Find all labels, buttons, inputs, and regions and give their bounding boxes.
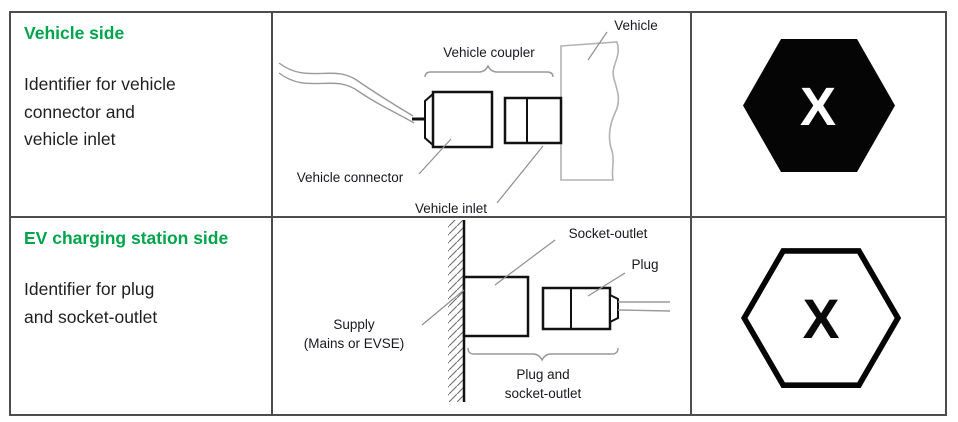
cell-vehicle-side-text: Vehicle side Identifier for vehicle conn… bbox=[11, 13, 273, 218]
hexagon-symbol-filled bbox=[743, 39, 895, 172]
label-vehicle-inlet: Vehicle inlet bbox=[415, 201, 487, 216]
plug-socket-diagram: Socket-outlet Plug Supply (Mains or EVSE… bbox=[304, 220, 671, 402]
label-group-line2: socket-outlet bbox=[505, 386, 582, 401]
cable-line bbox=[278, 62, 414, 117]
cable-line bbox=[617, 309, 671, 312]
label-supply-line1: Supply bbox=[333, 317, 375, 332]
cell-station-symbol: X bbox=[692, 218, 945, 414]
vehicle-inlet-box bbox=[503, 96, 563, 145]
row-heading-vehicle-side: Vehicle side bbox=[24, 23, 125, 43]
leader-line-inlet bbox=[496, 145, 544, 204]
vehicle-coupler-brace bbox=[424, 64, 554, 78]
leader-line-vehicle bbox=[587, 31, 608, 61]
symbol-letter: X bbox=[803, 288, 840, 350]
description-line: and socket-outlet bbox=[24, 306, 158, 327]
wall-hatching bbox=[448, 220, 463, 402]
vehicle-coupler-diagram: Vehicle Vehicle coupler Vehicle connecto… bbox=[278, 18, 658, 216]
label-vehicle: Vehicle bbox=[614, 18, 658, 33]
label-supply-line2: (Mains or EVSE) bbox=[304, 336, 405, 351]
label-vehicle-connector: Vehicle connector bbox=[297, 170, 404, 185]
description-line: connector and bbox=[24, 101, 135, 122]
hexagon-symbol-outline bbox=[740, 248, 902, 388]
label-vehicle-coupler: Vehicle coupler bbox=[443, 45, 535, 60]
cable-line bbox=[278, 72, 415, 124]
cell-station-side-text: EV charging station side Identifier for … bbox=[11, 218, 273, 414]
description-line: Identifier for vehicle bbox=[24, 74, 176, 94]
description-line: vehicle inlet bbox=[24, 129, 116, 149]
station-symbol: X bbox=[740, 248, 902, 388]
identifier-table: Vehicle side Identifier for vehicle conn… bbox=[9, 11, 947, 416]
cell-vehicle-symbol: X bbox=[692, 13, 945, 218]
leader-line-plug bbox=[587, 272, 626, 297]
plug-box bbox=[541, 286, 612, 331]
row-heading-station-side: EV charging station side bbox=[24, 228, 229, 248]
label-group-line1: Plug and bbox=[516, 367, 569, 382]
station-side-description: Identifier for plug and socket-outlet bbox=[24, 276, 261, 331]
plug-socket-brace bbox=[467, 347, 619, 362]
vehicle-side-description: Identifier for vehicle connector and veh… bbox=[24, 71, 261, 154]
symbol-letter: X bbox=[800, 77, 836, 137]
label-socket-outlet: Socket-outlet bbox=[569, 226, 648, 241]
socket-outlet-box bbox=[462, 275, 530, 338]
leader-line-supply bbox=[421, 289, 465, 326]
vehicle-connector-box bbox=[431, 90, 494, 149]
leader-line-socket-outlet bbox=[494, 239, 556, 286]
plug-strain-relief bbox=[609, 293, 619, 324]
cell-plug-socket-diagram: Socket-outlet Plug Supply (Mains or EVSE… bbox=[273, 218, 692, 414]
leader-line-connector bbox=[418, 138, 452, 175]
label-plug: Plug bbox=[631, 257, 658, 272]
cell-vehicle-coupler-diagram: Vehicle Vehicle coupler Vehicle connecto… bbox=[273, 13, 692, 218]
vehicle-body-outline bbox=[560, 41, 620, 181]
description-line: Identifier for plug bbox=[24, 279, 155, 299]
vehicle-symbol: X bbox=[743, 39, 895, 172]
